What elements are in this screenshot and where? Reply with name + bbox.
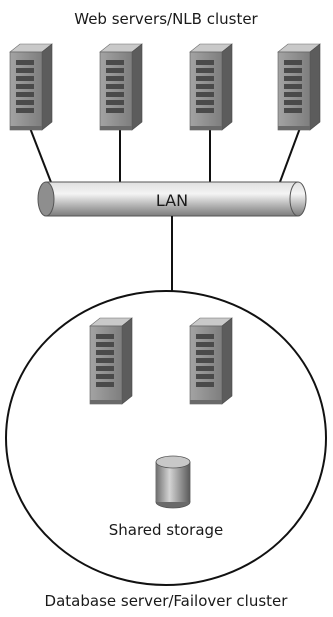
lan-label: LAN xyxy=(156,191,188,210)
failover-cluster-boundary xyxy=(5,290,327,586)
link-web-server-1 xyxy=(29,127,55,191)
web-server-1-icon xyxy=(9,43,53,131)
link-web-server-4 xyxy=(276,127,301,191)
web-server-4-icon xyxy=(277,43,321,131)
db-server-1-icon xyxy=(89,317,133,405)
db-server-2-icon xyxy=(189,317,233,405)
web-server-3-icon xyxy=(189,43,233,131)
web-server-links xyxy=(29,127,301,191)
db-cluster-title: Database server/Failover cluster xyxy=(45,592,289,610)
web-server-2-icon xyxy=(99,43,143,131)
shared-storage-icon xyxy=(155,455,191,509)
lan-bus: LAN xyxy=(37,181,307,217)
web-cluster-title: Web servers/NLB cluster xyxy=(74,10,258,28)
shared-storage-label: Shared storage xyxy=(109,521,224,539)
